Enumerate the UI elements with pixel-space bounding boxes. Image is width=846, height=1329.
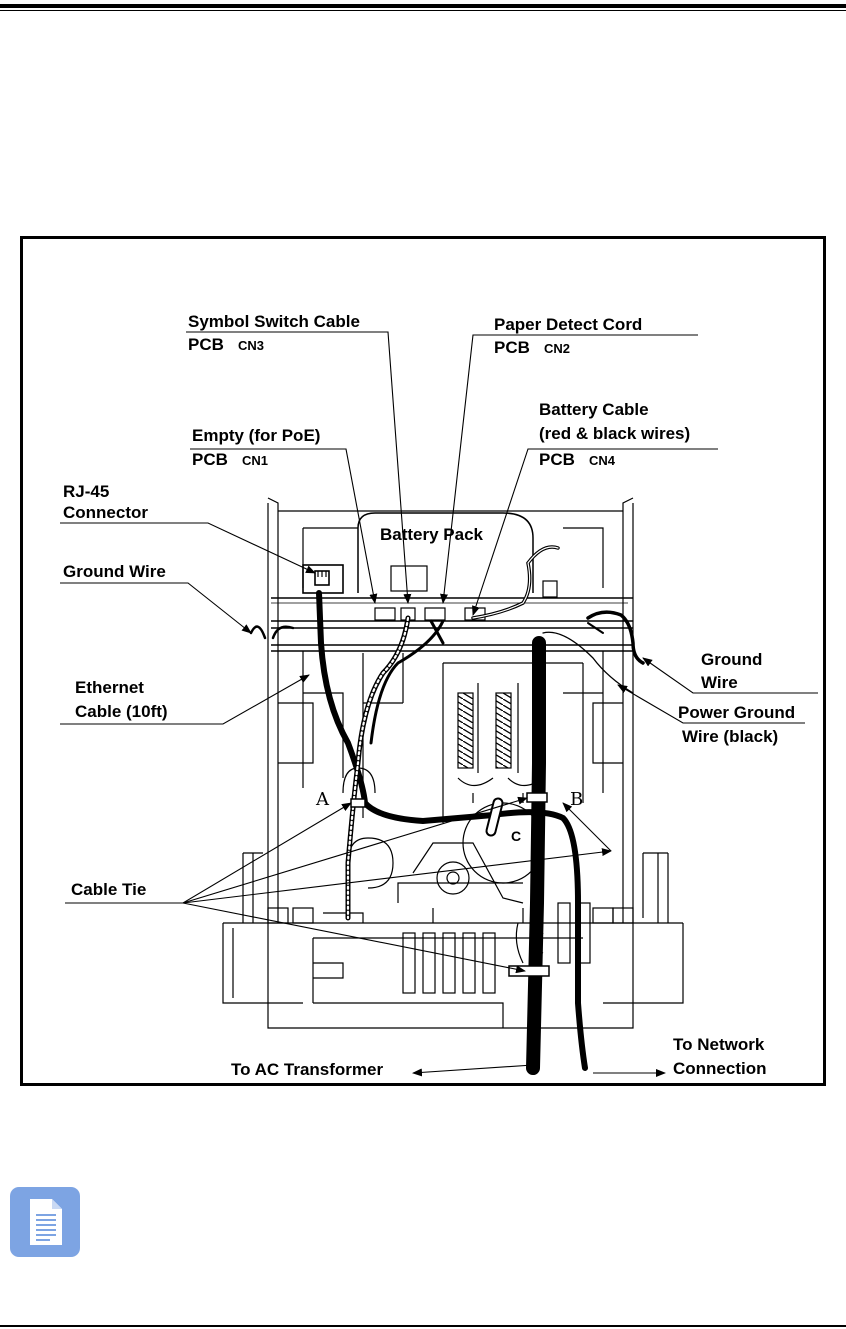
label-ground-wire-right-1: Ground: [701, 650, 762, 669]
label-letter-b: B: [570, 789, 583, 810]
label-ground-wire-right-2: Wire: [701, 673, 738, 692]
header-rule-thin: [0, 10, 846, 11]
label-cn1: CN1: [242, 453, 268, 468]
label-ground-wire-left: Ground Wire: [63, 562, 166, 581]
document-note-icon: [10, 1187, 80, 1257]
label-cn2: CN2: [544, 341, 570, 356]
label-to-ac-transformer: To AC Transformer: [231, 1060, 383, 1079]
label-to-network-2: Connection: [673, 1059, 767, 1078]
label-battery-pack: Battery Pack: [380, 525, 484, 544]
wiring-diagram: Symbol Switch Cable PCB CN3 Paper Detect…: [60, 312, 818, 1079]
cables: [249, 545, 645, 1075]
label-rj45-line2: Connector: [63, 503, 148, 522]
leader-lines: [60, 331, 818, 1077]
label-cn3-pcb: PCB: [188, 335, 224, 354]
label-cable-tie: Cable Tie: [71, 880, 146, 899]
footer-rule: [0, 1325, 846, 1327]
label-cn1-pcb: PCB: [192, 450, 228, 469]
wiring-figure: Symbol Switch Cable PCB CN3 Paper Detect…: [20, 236, 826, 1086]
callout-labels: Symbol Switch Cable PCB CN3 Paper Detect…: [63, 312, 795, 1079]
header-rule-thick: [0, 4, 846, 8]
label-rj45-line1: RJ-45: [63, 482, 109, 501]
label-letter-a: A: [315, 789, 330, 810]
printer-body: [222, 497, 684, 1029]
label-paper-detect-cord: Paper Detect Cord: [494, 315, 642, 334]
label-letter-c: C: [511, 828, 521, 844]
label-cn4-pcb: PCB: [539, 450, 575, 469]
label-ethernet-2: Cable (10ft): [75, 702, 168, 721]
label-cn3: CN3: [238, 338, 264, 353]
label-power-ground-2: Wire (black): [682, 727, 778, 746]
label-symbol-switch-cable: Symbol Switch Cable: [188, 312, 360, 331]
label-ethernet-1: Ethernet: [75, 678, 144, 697]
label-battery-cable: Battery Cable: [539, 400, 649, 419]
label-power-ground-1: Power Ground: [678, 703, 795, 722]
label-cn4: CN4: [589, 453, 616, 468]
label-cn2-pcb: PCB: [494, 338, 530, 357]
document-glyph-icon: [30, 1199, 62, 1245]
label-to-network-1: To Network: [673, 1035, 765, 1054]
label-empty-for-poe: Empty (for PoE): [192, 426, 320, 445]
label-battery-cable-sub: (red & black wires): [539, 424, 690, 443]
